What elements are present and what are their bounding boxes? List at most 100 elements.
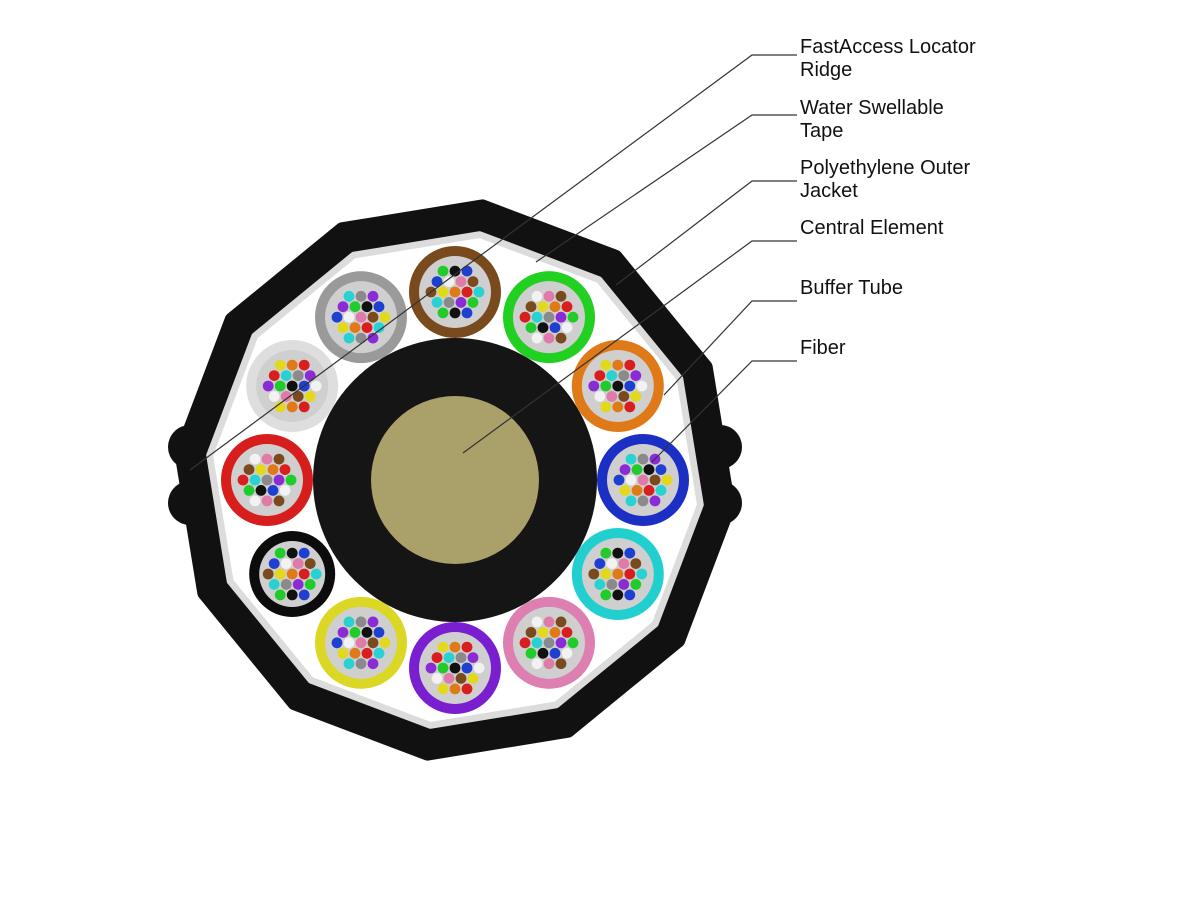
buffer-tube <box>409 622 501 714</box>
fiber <box>555 311 567 323</box>
fiber <box>261 453 273 465</box>
fiber <box>292 558 304 569</box>
fiber <box>237 474 249 486</box>
fiber <box>268 370 280 381</box>
fiber <box>525 322 537 333</box>
locator-ridge <box>698 481 742 525</box>
fiber <box>343 637 355 649</box>
fiber <box>594 579 606 590</box>
fiber <box>455 297 467 308</box>
fiber <box>298 568 310 580</box>
fiber <box>273 453 285 465</box>
fiber <box>606 391 618 402</box>
fiber <box>304 558 316 569</box>
fiber <box>473 662 485 674</box>
fiber <box>467 673 479 684</box>
fiber <box>630 579 642 590</box>
fiber <box>355 637 367 649</box>
fiber <box>555 290 567 302</box>
fiber <box>268 558 280 569</box>
fiber <box>625 453 637 465</box>
fiber <box>292 579 304 590</box>
fiber <box>286 401 298 413</box>
fiber <box>467 276 479 287</box>
fiber <box>310 380 322 392</box>
buffer-tube <box>409 246 501 338</box>
fiber <box>461 286 473 298</box>
fiber <box>286 568 298 580</box>
fiber <box>361 627 373 638</box>
fiber <box>373 647 385 659</box>
fiber-group <box>425 265 485 319</box>
fiber <box>624 401 636 413</box>
fiber <box>643 485 655 496</box>
fiber <box>437 307 449 319</box>
fiber <box>613 474 625 486</box>
fiber <box>543 290 555 302</box>
label-buffer-tube: Buffer Tube <box>800 277 904 299</box>
fiber <box>618 391 630 402</box>
fiber <box>255 464 267 475</box>
fiber <box>437 265 449 277</box>
fiber <box>273 495 285 507</box>
fiber <box>561 627 573 638</box>
fiber <box>525 301 537 313</box>
buffer-tube <box>315 596 407 689</box>
fiber <box>449 286 461 298</box>
fiber-group <box>519 616 579 670</box>
leader-line <box>462 240 797 454</box>
fiber <box>437 662 449 674</box>
fiber <box>655 464 667 475</box>
fiber <box>461 683 473 695</box>
fiber <box>304 370 316 381</box>
fiber <box>537 627 549 638</box>
fiber <box>274 568 286 580</box>
fiber <box>636 380 648 392</box>
fiber <box>337 322 349 333</box>
fiber <box>255 485 267 496</box>
fiber <box>373 322 385 333</box>
fiber <box>355 311 367 323</box>
fiber <box>373 301 385 313</box>
fiber <box>268 579 280 590</box>
leader-line <box>615 180 797 286</box>
fiber <box>361 647 373 659</box>
fiber <box>455 652 467 663</box>
fiber <box>624 380 636 392</box>
fiber <box>280 370 292 381</box>
fiber <box>636 568 648 580</box>
fiber <box>600 547 612 559</box>
fiber <box>643 464 655 475</box>
fiber <box>618 579 630 590</box>
fiber <box>279 464 291 475</box>
fiber <box>630 391 642 402</box>
fiber <box>630 370 642 381</box>
buffer-tube <box>503 596 595 689</box>
fiber <box>618 370 630 381</box>
fiber <box>549 627 561 638</box>
fiber <box>449 641 461 653</box>
fiber <box>274 401 286 413</box>
label-polyethylene-outer-jacket: Polyethylene Outer Jacket <box>800 157 971 202</box>
fiber <box>624 568 636 580</box>
fiber <box>531 616 543 628</box>
fiber <box>449 265 461 277</box>
buffer-tube <box>221 434 313 526</box>
fiber <box>262 380 274 392</box>
fiber <box>298 401 310 413</box>
fiber <box>531 637 543 649</box>
fiber <box>367 311 379 323</box>
fiber <box>443 276 455 287</box>
fiber <box>549 647 561 659</box>
fiber <box>531 311 543 323</box>
fiber <box>298 589 310 601</box>
fiber <box>343 332 355 344</box>
fiber-group <box>588 547 648 601</box>
fiber <box>625 474 637 486</box>
fiber <box>267 485 279 496</box>
fiber <box>606 558 618 569</box>
fiber <box>606 370 618 381</box>
fiber <box>286 359 298 371</box>
fiber <box>619 464 631 475</box>
fiber <box>249 453 261 465</box>
